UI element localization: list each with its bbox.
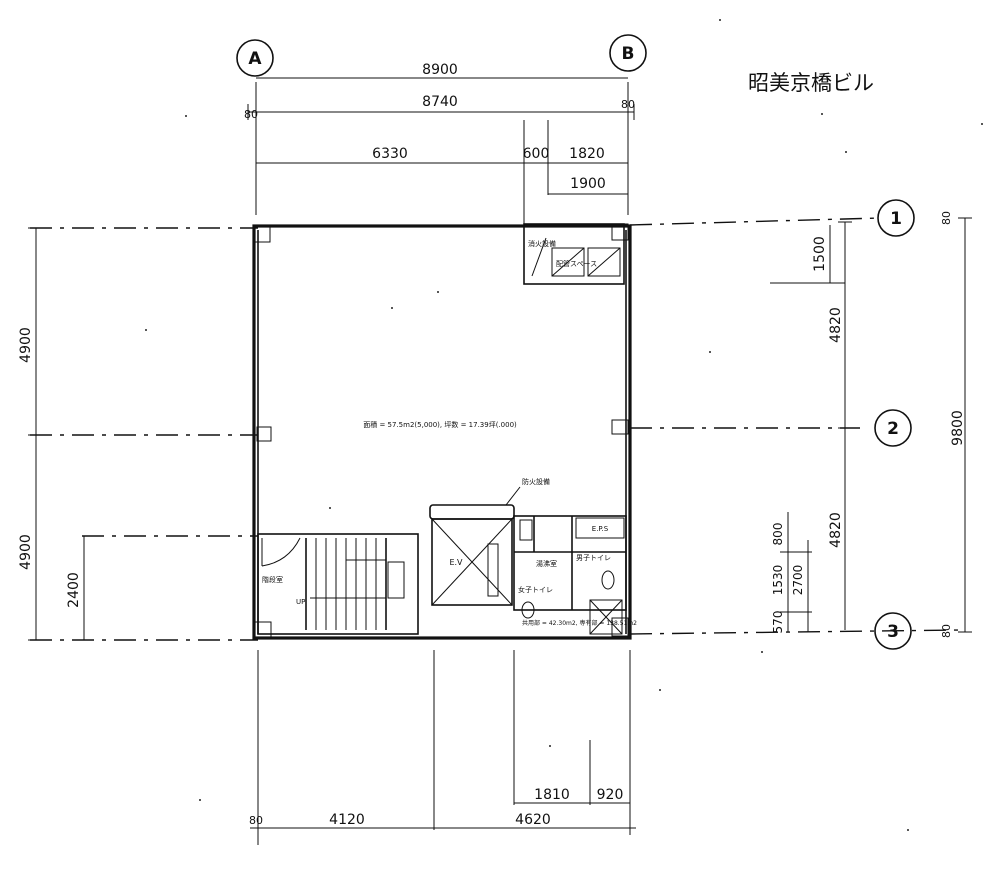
grid-label-1: 1: [890, 209, 902, 229]
dim-8740: 8740: [422, 94, 458, 110]
room-hot-water: 湯沸室: [536, 559, 557, 568]
dim-920: 920: [597, 787, 624, 803]
right-dimensions: 1500 4820 4820 9800 80 80 800 1530 570 2…: [770, 211, 972, 638]
room-fire-equipment: 消火設備: [528, 239, 556, 248]
room-fire-hydrant: 防火設備: [522, 477, 550, 486]
dim-4900-upper: 4900: [18, 327, 34, 363]
dim-80-top-right: 80: [621, 98, 635, 111]
grid-bubble-b: B: [609, 34, 647, 72]
room-mens-toilet: 男子トイレ: [576, 554, 611, 562]
dim-80-right-bottom: 80: [940, 624, 953, 638]
building-walls: [252, 223, 632, 640]
dim-1530: 1530: [771, 565, 785, 596]
dim-80-bottom: 80: [249, 814, 263, 827]
dim-1810: 1810: [534, 787, 570, 803]
grid-bubble-1: 1: [877, 199, 915, 237]
building-title: 昭美京橋ビル: [748, 71, 874, 95]
dim-4900-lower: 4900: [18, 534, 34, 570]
grid-bubble-a: A: [236, 39, 274, 77]
equipment-shaft: 消火設備 配管スペース: [523, 223, 625, 285]
dim-2700: 2700: [791, 565, 805, 596]
dim-600: 600: [523, 146, 550, 162]
grid-label-b: B: [622, 44, 635, 64]
dim-9800: 9800: [950, 410, 966, 446]
grid-lines: [30, 82, 961, 845]
dim-80-right-top: 80: [940, 211, 953, 225]
room-stair-landing: 階段室: [262, 575, 283, 584]
dim-6330: 6330: [372, 146, 408, 162]
dim-1820: 1820: [569, 146, 605, 162]
bottom-dimensions: 1810 920 80 4120 4620: [249, 787, 636, 829]
grid-bubble-3: 3: [874, 612, 912, 650]
scan-noise: [145, 19, 983, 831]
top-dimensions: 8900 8740 80 80 6330 600 1820 1900: [244, 62, 635, 225]
grid-label-3: 3: [887, 622, 899, 642]
core-block: 防火設備 E.V E.P.S 男子トイレ 湯沸室 女子トイレ 共用部 = 42.…: [429, 477, 637, 635]
dim-4820-lower: 4820: [828, 512, 844, 548]
dim-4820-upper: 4820: [828, 307, 844, 343]
room-elevator: E.V: [449, 558, 463, 567]
dim-8900: 8900: [422, 62, 458, 78]
room-piping-shaft: 配管スペース: [556, 259, 597, 268]
grid-label-a: A: [248, 49, 262, 69]
room-eps: E.P.S: [592, 525, 609, 533]
common-area-note: 共用部 = 42.30m2, 専有部 = 138.51m2: [522, 619, 637, 627]
grid-label-2: 2: [887, 419, 899, 439]
stairs: 階段室 UP: [257, 533, 419, 635]
dim-4620: 4620: [515, 812, 551, 828]
dim-2400: 2400: [66, 572, 82, 608]
dim-80-top-left: 80: [244, 108, 258, 121]
stair-up-label: UP: [296, 598, 305, 606]
area-note: 面積 = 57.5m2(5,000), 坪数 = 17.39坪(.000): [363, 420, 517, 429]
dim-1900: 1900: [570, 176, 606, 192]
room-ladies-toilet: 女子トイレ: [518, 585, 553, 594]
dim-4120: 4120: [329, 812, 365, 828]
dim-570: 570: [771, 611, 785, 634]
left-dimensions: 4900 4900 2400: [18, 227, 85, 641]
dim-1500: 1500: [812, 236, 828, 272]
stair-treads: [315, 538, 377, 630]
grid-bubble-2: 2: [874, 409, 912, 447]
dim-800: 800: [771, 523, 785, 546]
